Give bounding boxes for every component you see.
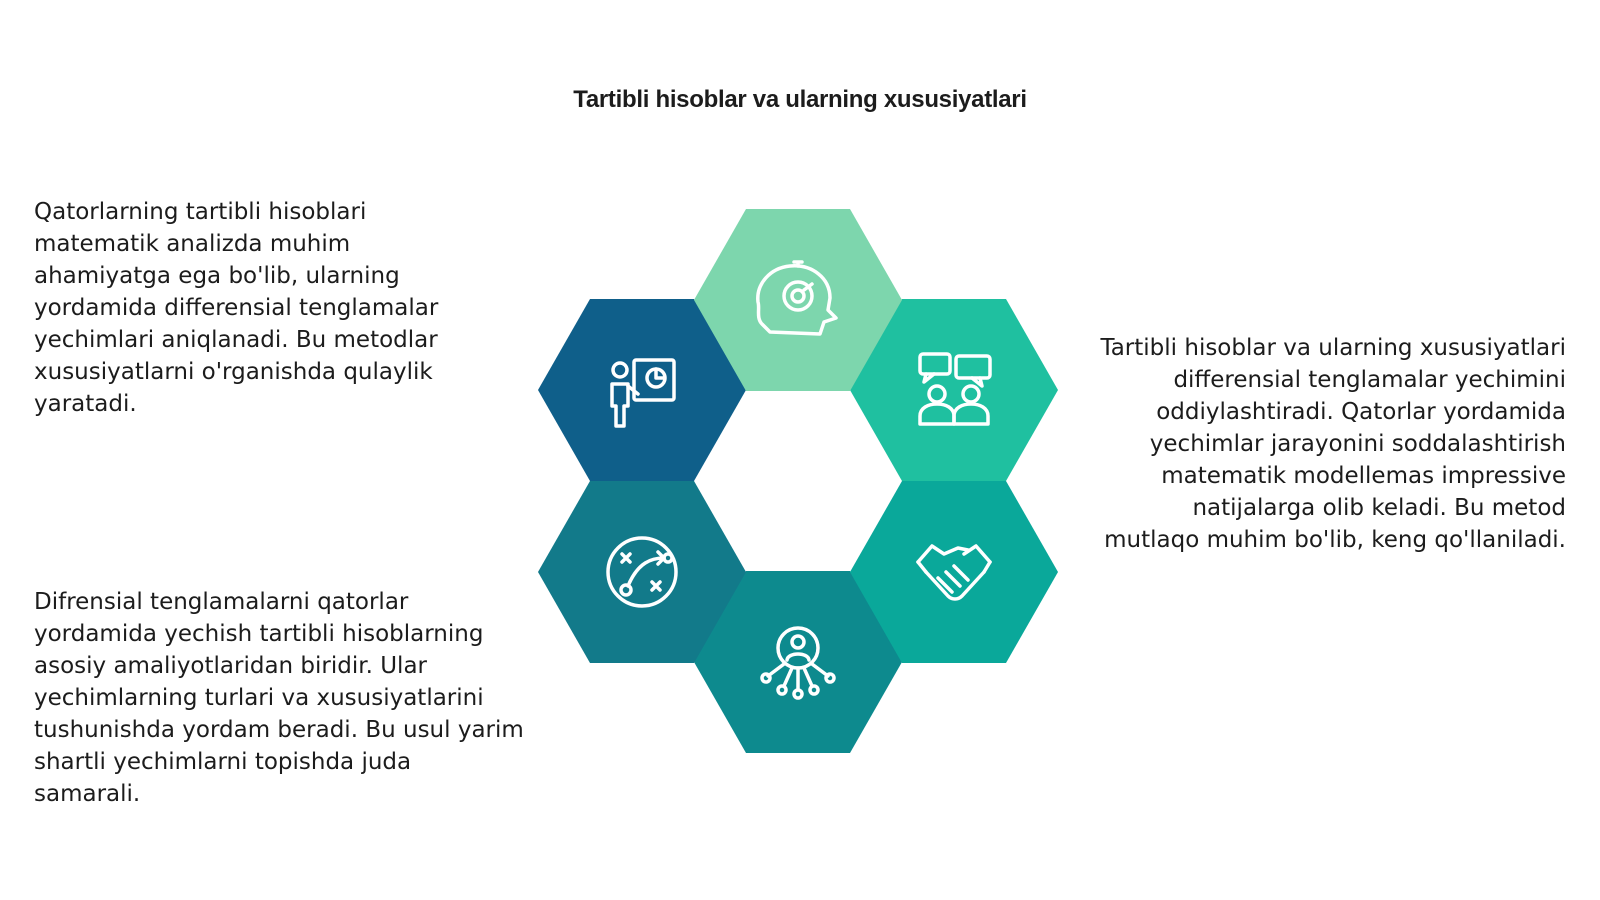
paragraph-bottom-left: Difrensial tenglamalarni qatorlar yordam…	[34, 589, 524, 807]
paragraph-top-left: Qatorlarning tartibli hisoblari matemati…	[34, 199, 439, 417]
paragraph-right: Tartibli hisoblar va ularning xususiyatl…	[1100, 335, 1566, 553]
hex-bottom	[694, 571, 902, 753]
hex-lower-right	[850, 481, 1058, 663]
hex-upper-right	[850, 299, 1058, 481]
hex-lower-left	[538, 481, 746, 663]
hex-upper-left	[538, 299, 746, 481]
page-title: Tartibli hisoblar va ularning xususiyatl…	[573, 86, 1027, 113]
hex-top	[694, 209, 902, 391]
